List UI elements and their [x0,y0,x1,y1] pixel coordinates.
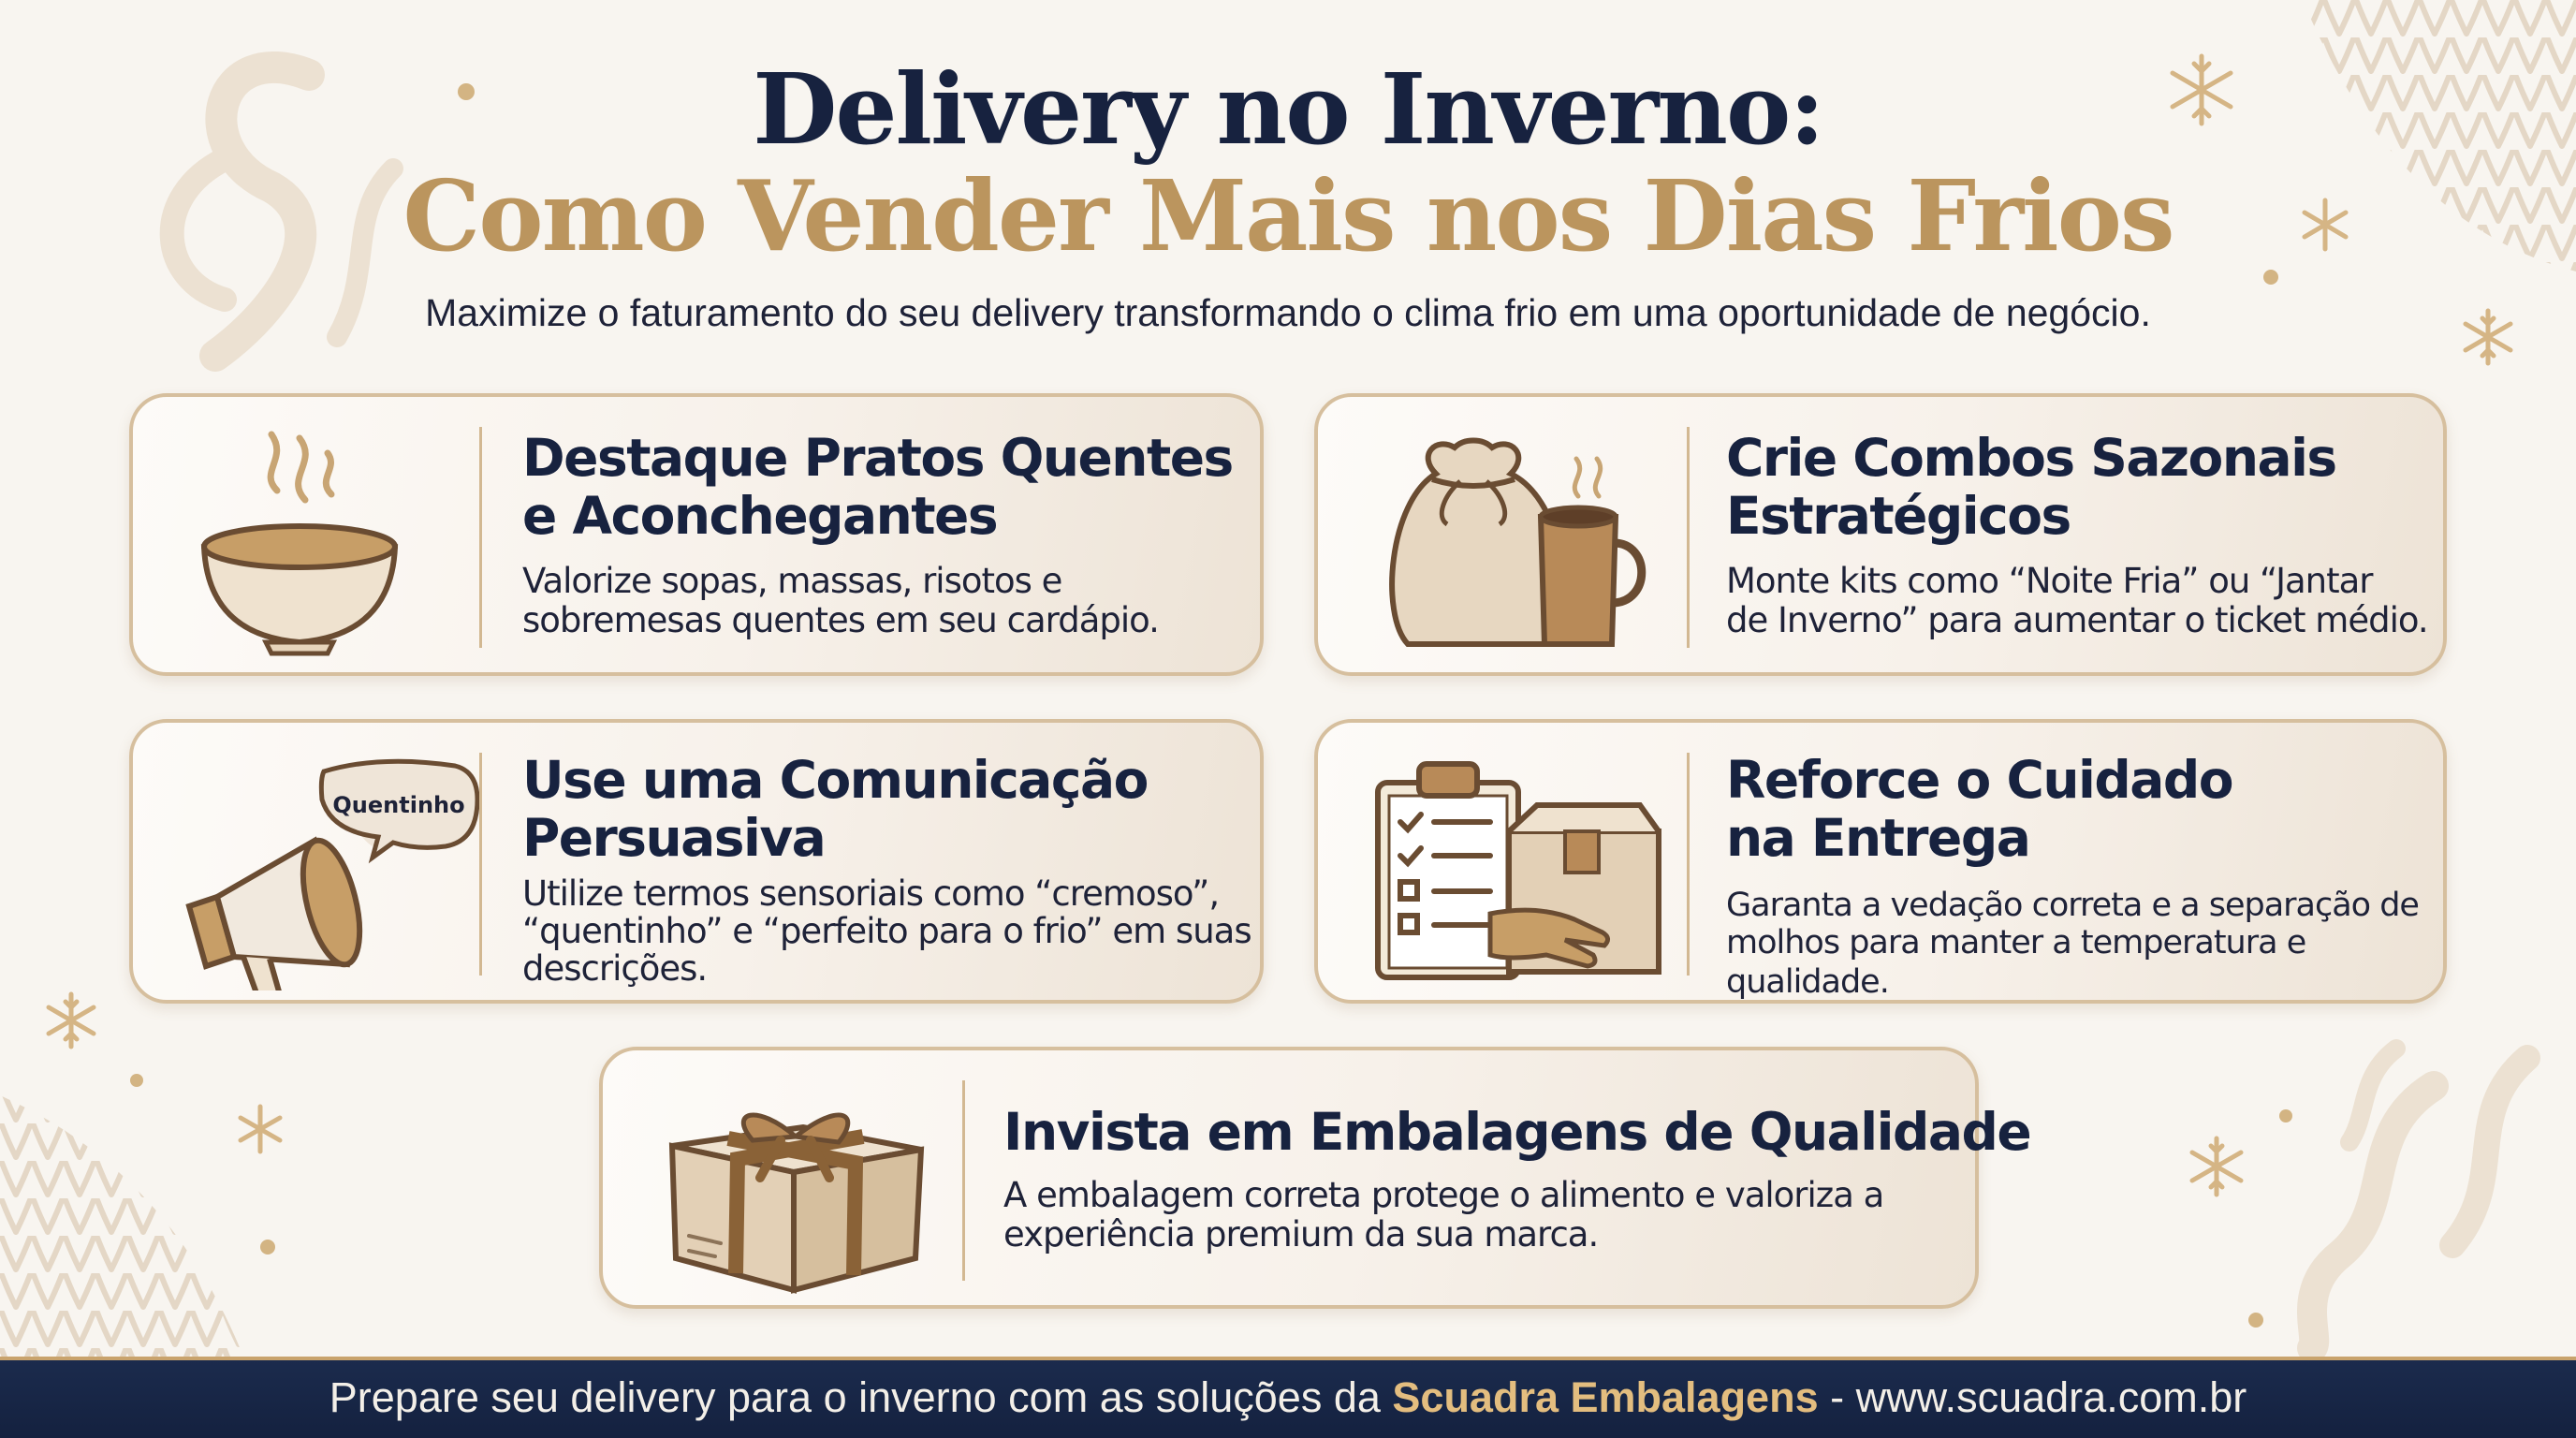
footer-banner: Prepare seu delivery para o inverno com … [0,1357,2576,1438]
card-title-line-1: Crie Combos Sazonais [1726,428,2337,488]
footer-brand: Scuadra Embalagens [1392,1373,1819,1421]
snowflake-icon [2189,1136,2244,1197]
card-title-line-2: na Entrega [1726,808,2031,868]
footer-website: - www.scuadra.com.br [1818,1373,2247,1421]
card-delivery-care: Reforce o Cuidado na Entrega Garanta a v… [1314,719,2447,1004]
page-title-line-1: Delivery no Inverno: [753,51,1825,167]
card-description-line-1: A embalagem correta protege o alimento e… [1003,1175,1884,1215]
steam-swirl-bottom-right [2297,1039,2540,1363]
card-description-line-2: sobremesas quentes em seu cardápio. [522,600,1160,640]
card-description-line-1: Utilize termos sensoriais como “cremoso”… [522,873,1220,914]
card-title-line-2: e Aconchegantes [522,486,999,546]
card-title-line-1: Use uma Comunicação [522,750,1149,810]
card-divider [1687,427,1690,648]
card-title-line-2: Estratégicos [1726,486,2071,546]
page-title-line-2: Como Vender Mais nos Dias Frios [402,158,2174,273]
megaphone-icon: Quentinho [185,758,480,990]
card-description-line-1: Valorize sopas, massas, risotos e [522,561,1062,601]
card-divider [962,1080,965,1281]
card-title: Invista em Embalagens de Qualidade [1003,1102,2032,1162]
card-description-line-1: Monte kits como “Noite Fria” ou “Jantar [1726,561,2374,601]
speech-bubble-text: Quentinho [332,792,464,818]
card-persuasive-communication: Quentinho Use uma Comunicação Persuasiva… [129,719,1264,1004]
card-divider [479,427,482,648]
card-seasonal-combos: Crie Combos Sazonais Estratégicos Monte … [1314,393,2447,676]
soup-bowl-icon [200,431,399,656]
card-title-line-1: Reforce o Cuidado [1726,750,2234,810]
card-quality-packaging: Invista em Embalagens de Qualidade A emb… [599,1047,2032,1309]
card-hot-dishes: Destaque Pratos Quentes e Aconchegantes … [129,393,1264,676]
page-subtitle: Maximize o faturamento do seu delivery t… [425,291,2151,334]
card-title-line-1: Destaque Pratos Quentes [522,428,1234,488]
snowflake-icon [238,1104,283,1154]
gift-box-icon [668,1112,925,1294]
card-description-line-3: descrições. [522,948,708,989]
card-divider [479,753,482,976]
card-description-line-2: molhos para manter a temperatura e quali… [1726,924,2306,1001]
knit-texture-bottom-left [0,1095,243,1357]
card-description-line-1: Garanta a vedação correta e a separação … [1726,887,2420,924]
clipboard-box-handover-icon [1375,761,1661,980]
card-description-line-2: experiência premium da sua marca. [1003,1214,1599,1255]
snowflake-icon [46,991,96,1049]
sack-and-mug-icon [1389,437,1647,647]
card-description-line-2: “quentinho” e “perfeito para o frio” em … [522,911,1252,951]
footer-text-prefix: Prepare seu delivery para o inverno com … [329,1373,1393,1421]
card-title-line-2: Persuasiva [522,808,827,868]
card-description-line-2: de Inverno” para aumentar o ticket médio… [1726,600,2429,640]
card-divider [1687,753,1690,976]
